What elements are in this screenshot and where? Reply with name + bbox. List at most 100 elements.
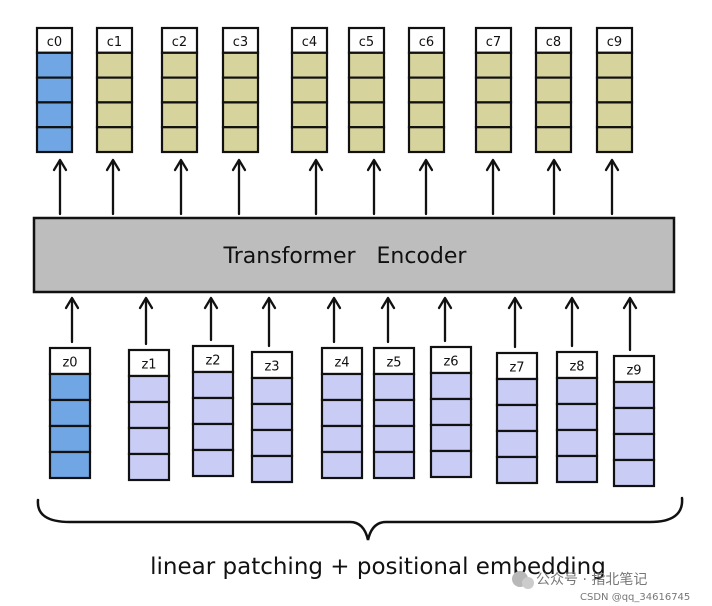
- token-label: c1: [107, 35, 122, 50]
- token-cell: [290, 51, 329, 79]
- output-arrow-c4: [308, 158, 324, 216]
- input-token-z8: z8: [555, 350, 599, 484]
- token-label: c2: [172, 35, 187, 50]
- token-cell: [347, 101, 386, 129]
- output-arrow-c5: [366, 158, 382, 216]
- output-arrow-c1: [105, 158, 121, 216]
- token-cell: [347, 51, 386, 79]
- token-label-cell: [347, 26, 386, 54]
- input-token-z1: z1: [127, 348, 171, 482]
- token-label-cell: [320, 346, 364, 376]
- token-cell: [612, 406, 656, 436]
- token-cell: [474, 126, 513, 154]
- token-label: c8: [546, 35, 561, 50]
- token-cell: [495, 429, 539, 459]
- output-arrows: [52, 158, 620, 216]
- input-arrow-z4: [326, 296, 342, 344]
- token-cell: [160, 76, 199, 104]
- output-token-c2: c2: [160, 26, 199, 154]
- token-cell: [372, 424, 416, 454]
- token-label: z0: [62, 356, 77, 371]
- encoder-label: Transformer Encoder: [223, 244, 468, 269]
- input-token-z9: z9: [612, 354, 656, 488]
- output-token-c1: c1: [95, 26, 134, 154]
- transformer-encoder: Transformer Encoder: [32, 216, 676, 294]
- input-token-z7: z7: [495, 351, 539, 485]
- token-cell: [48, 424, 92, 454]
- token-label: c0: [47, 35, 62, 50]
- output-arrow-c0: [52, 158, 68, 216]
- token-cell: [612, 458, 656, 488]
- token-label: c7: [486, 35, 501, 50]
- token-cell: [534, 51, 573, 79]
- output-arrow-c8: [546, 158, 562, 216]
- output-arrow-c6: [418, 158, 434, 216]
- token-cell: [372, 398, 416, 428]
- token-cell: [35, 126, 74, 154]
- arrow-head: [138, 296, 154, 310]
- token-cell: [221, 126, 260, 154]
- token-label: z7: [509, 361, 524, 376]
- token-cell: [347, 76, 386, 104]
- output-token-c5: c5: [347, 26, 386, 154]
- token-cell: [429, 371, 473, 401]
- token-label: z2: [205, 354, 220, 369]
- token-label: c6: [419, 35, 434, 50]
- token-cell: [555, 428, 599, 458]
- token-cell: [429, 423, 473, 453]
- token-label: z4: [334, 356, 349, 371]
- input-arrow-z6: [437, 296, 453, 343]
- output-token-c7: c7: [474, 26, 513, 154]
- token-cell: [48, 398, 92, 428]
- token-cell: [95, 51, 134, 79]
- curly-brace: [36, 496, 684, 541]
- token-cell: [127, 374, 171, 404]
- token-cell: [372, 372, 416, 402]
- watermark-line2: CSDN @qq_34616745: [580, 592, 690, 603]
- token-cell: [221, 51, 260, 79]
- token-cell: [127, 400, 171, 430]
- token-cell: [48, 450, 92, 480]
- input-arrow-z9: [622, 296, 638, 352]
- token-cell: [612, 380, 656, 410]
- token-cell: [160, 51, 199, 79]
- arrow-head: [622, 296, 638, 310]
- token-cell: [474, 51, 513, 79]
- arrow-head: [231, 158, 247, 172]
- token-label: c9: [607, 35, 622, 50]
- arrow-head: [485, 158, 501, 172]
- token-cell: [191, 422, 235, 452]
- input-arrow-z3: [261, 296, 277, 348]
- token-cell: [495, 403, 539, 433]
- arrow-head: [546, 158, 562, 172]
- input-arrow-z7: [507, 296, 523, 349]
- token-cell: [555, 376, 599, 406]
- arrow-head: [380, 296, 396, 310]
- token-cell: [221, 101, 260, 129]
- token-cell: [555, 454, 599, 484]
- token-cell: [35, 76, 74, 104]
- token-cell: [320, 398, 364, 428]
- arrow-head: [507, 296, 523, 310]
- token-cell: [250, 428, 294, 458]
- output-arrow-c7: [485, 158, 501, 216]
- arrow-head: [418, 158, 434, 172]
- token-cell: [495, 455, 539, 485]
- input-arrow-z2: [203, 296, 219, 342]
- token-cell: [290, 126, 329, 154]
- output-token-c4: c4: [290, 26, 329, 154]
- input-token-z6: z6: [429, 345, 473, 479]
- output-arrow-c3: [231, 158, 247, 216]
- token-cell: [595, 51, 634, 79]
- token-cell: [474, 76, 513, 104]
- output-token-c3: c3: [221, 26, 260, 154]
- arrow-head: [308, 158, 324, 172]
- token-cell: [534, 126, 573, 154]
- token-cell: [250, 402, 294, 432]
- token-label: z5: [386, 356, 401, 371]
- arrow-head: [105, 158, 121, 172]
- input-token-z4: z4: [320, 346, 364, 480]
- token-label-cell: [495, 351, 539, 381]
